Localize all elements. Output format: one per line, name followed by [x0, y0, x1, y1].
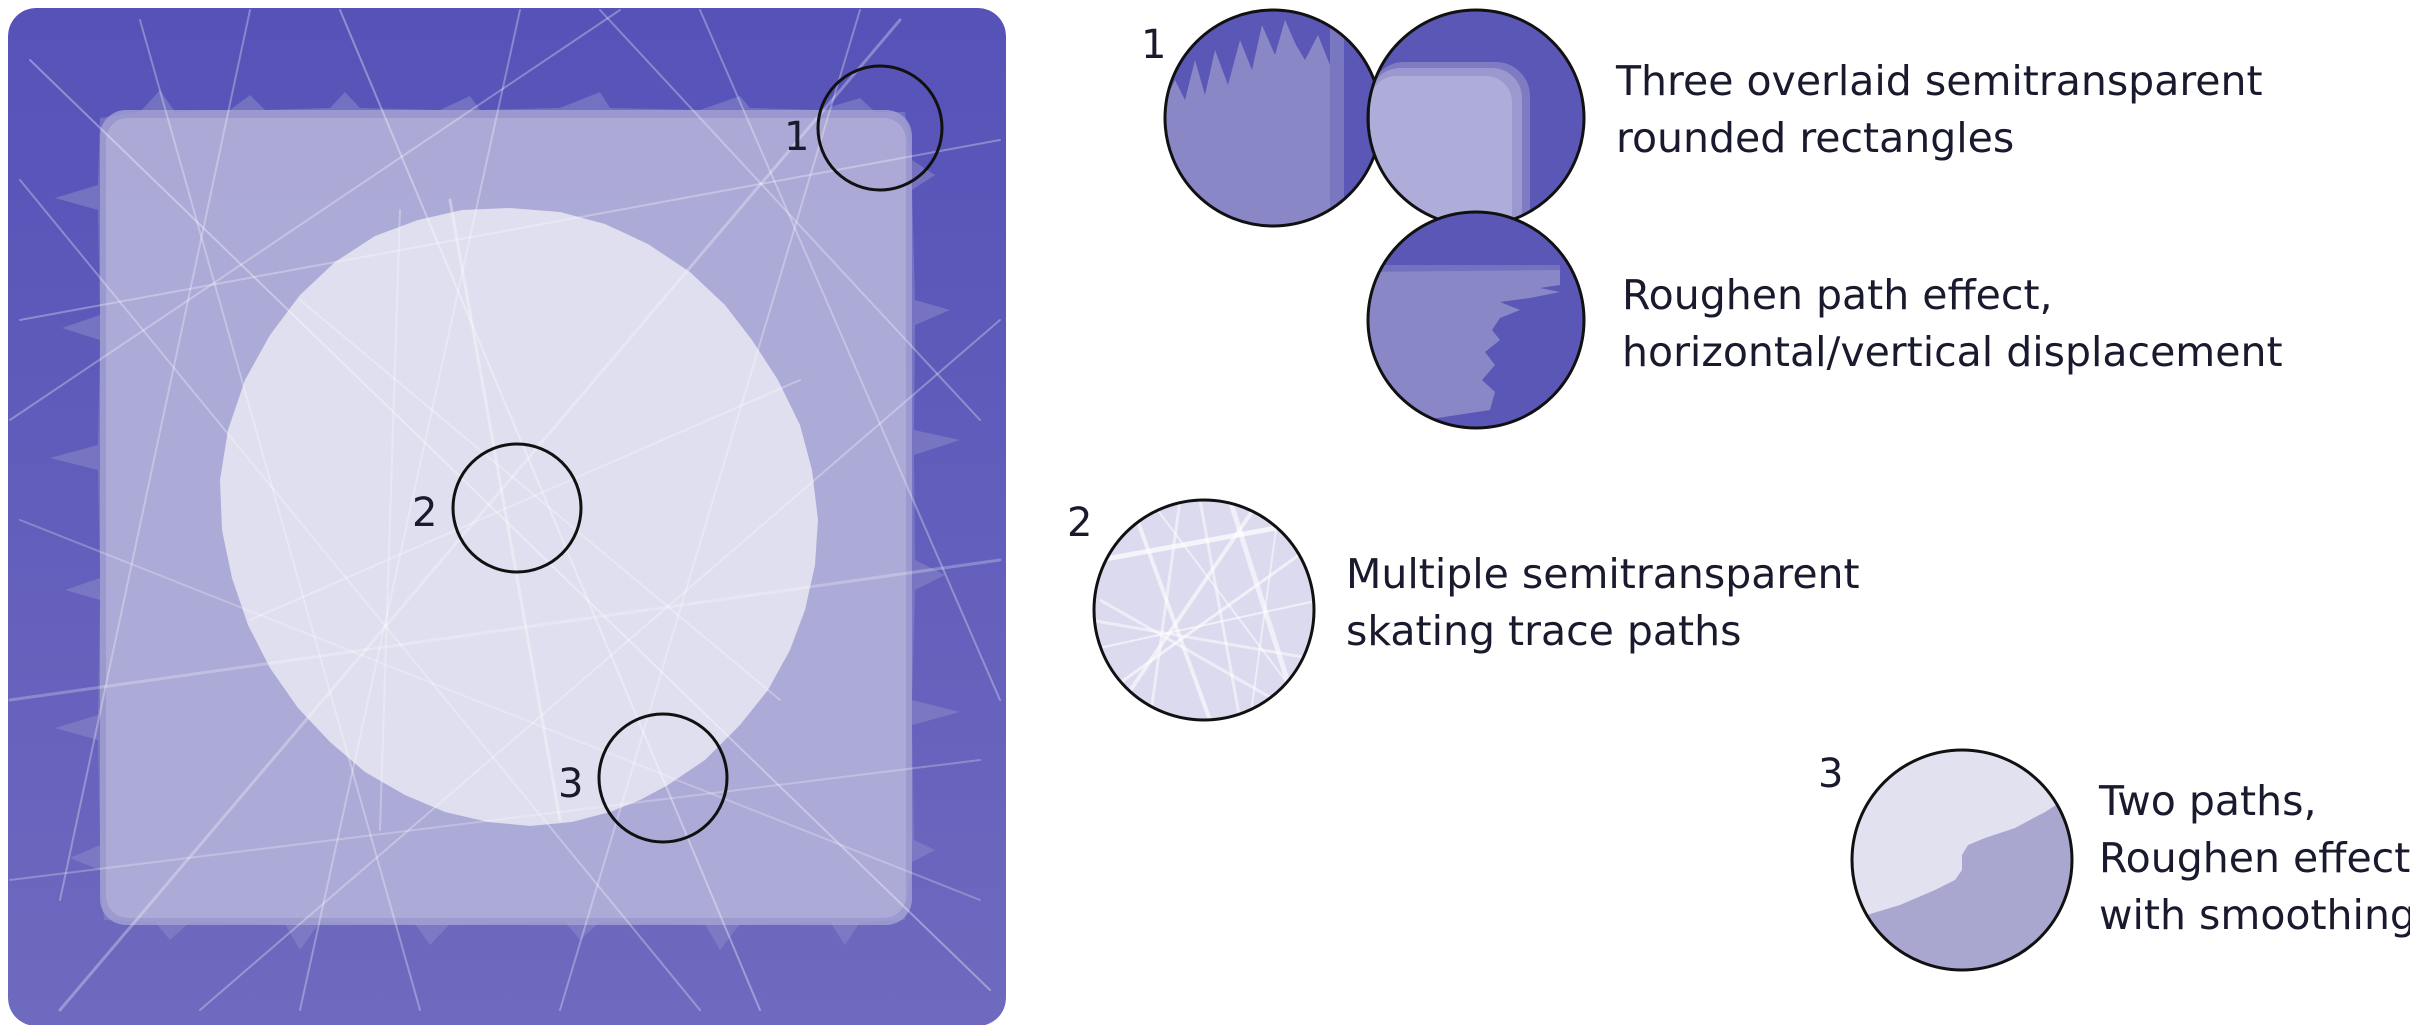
- marker-number-3: 3: [558, 761, 583, 807]
- zoom-1-displacement: [1368, 212, 1584, 428]
- marker-circle-1: [816, 64, 944, 192]
- caption-3-line-1: Two paths,: [2098, 777, 2317, 825]
- zoom-number-1: 1: [1141, 22, 1166, 68]
- skating-trace-paths: [8, 9, 1002, 1012]
- marker-circle-3: [597, 712, 729, 844]
- caption-1-line-2: rounded rectangles: [1616, 114, 2014, 162]
- caption-3-line-3: with smoothing: [2099, 891, 2410, 939]
- zoom-3-smooth-edge: [1852, 750, 2072, 970]
- zoom-1-rough-edge: [1165, 10, 1381, 226]
- main-illustration: [8, 8, 1006, 1025]
- marker-number-1: 1: [784, 114, 809, 160]
- zoom-circle-3: [1850, 748, 2074, 972]
- zoom-circle-1c: [1366, 210, 1586, 430]
- marker-circle-2: [451, 442, 583, 574]
- zoom-2-traces: [1094, 500, 1314, 720]
- caption-1b-line-1: Roughen path effect,: [1622, 271, 2053, 319]
- central-rough-circle: [220, 208, 818, 826]
- caption-1b-line-2: horizontal/vertical displacement: [1622, 328, 2283, 376]
- caption-3-line-2: Roughen effect: [2099, 834, 2410, 882]
- caption-1-line-1: Three overlaid semitransparent: [1615, 57, 2263, 105]
- zoom-number-2: 2: [1067, 500, 1092, 546]
- marker-number-2: 2: [412, 490, 437, 536]
- zoom-circle-2: [1092, 498, 1316, 722]
- caption-2-line-2: skating trace paths: [1346, 607, 1741, 655]
- zoom-number-3: 3: [1818, 751, 1843, 797]
- caption-2-line-1: Multiple semitransparent: [1346, 550, 1860, 598]
